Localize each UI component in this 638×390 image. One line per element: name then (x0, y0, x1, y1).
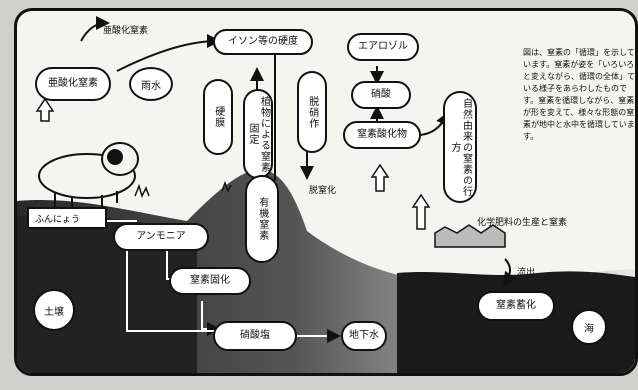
caption-note: 図は、窒素の「循環」を示しています。窒素が姿を「いろいろと変えながら、循環の全体… (523, 48, 635, 141)
label-nitrous-oxide: 亜酸化窒素 (103, 26, 149, 36)
diagram-frame: 亜酸化窒素 亜酸化窒素 雨水 イソン等の硬度 エアロゾル 硬膜 植物による窒素固… (14, 8, 638, 376)
node-nitrate: 硝酸塩 (213, 321, 297, 351)
node-ammonia: アンモニア (113, 223, 209, 251)
label-denitrification: 脱窒化 (309, 186, 337, 196)
node-rain: 雨水 (129, 67, 173, 101)
node-fossil-fuel: 自然由来の窒素の行方 (443, 91, 477, 203)
node-plant-uptake: 植物による窒素固定 (243, 89, 273, 179)
node-nitrogen-oxides: 窒素酸化物 (343, 121, 421, 149)
label-runoff: 流出 (517, 268, 536, 278)
node-nitrous-oxide: 亜酸化窒素 (35, 67, 111, 101)
node-aerosol: エアロゾル (347, 33, 419, 61)
node-bacteria: 脱硝作 (297, 71, 327, 153)
node-nitrogen-fixation: イソン等の硬度 (213, 29, 313, 55)
node-organic-n: 窒素固化 (169, 267, 251, 295)
node-sea: 海 (571, 309, 607, 345)
node-soil: 土壌 (33, 289, 75, 331)
node-ocean-nitrogen: 窒素蓄化 (477, 291, 555, 321)
node-groundwater: 地下水 (341, 321, 387, 351)
node-soil-organic: 硬膜 (203, 79, 233, 155)
diagram-background-art (17, 16, 635, 373)
node-urine: ふんにょう (27, 207, 107, 229)
node-organic-nitrogen-plant: 有機窒素 (245, 175, 279, 263)
label-fertilizer: 化学肥料の生産と窒素 (477, 218, 568, 228)
node-nitric-acid: 硝酸 (351, 81, 411, 109)
